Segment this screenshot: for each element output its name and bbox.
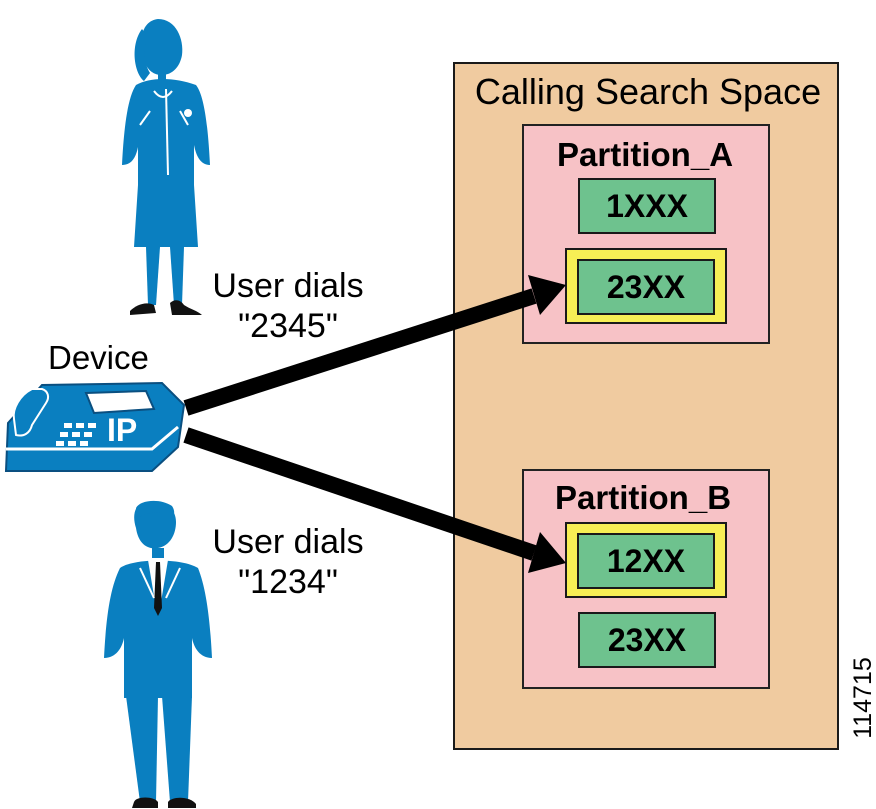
flower-brooch [184,109,192,117]
pattern-1xxx: 1XXX [578,178,716,234]
pattern-12xx-matched: 12XX [577,533,715,589]
keypad-icon [56,423,96,446]
phone-display [84,389,156,415]
arrow-head-b [528,532,566,573]
top-dial-label: User dials "2345" [198,266,378,346]
device-label: Device [48,339,149,376]
pattern-23xx: 23XX [578,612,716,668]
woman-figure-icon [122,19,210,315]
figure-id: 114715 [849,657,876,739]
arrow-head-a [528,275,566,315]
partition-b-title: Partition_B [555,479,732,516]
bottom-dial-label: User dials "1234" [198,522,378,602]
arrow-to-partition-b [183,427,537,561]
calling-search-space-title: Calling Search Space [474,71,822,112]
bottom-dial-line2: "1234" [238,563,338,601]
man-figure-icon [104,500,212,808]
ip-phone-icon [4,381,186,472]
arrow-to-partition-a [183,288,537,416]
phone-ip-badge: IP [107,412,138,448]
pattern-23xx-matched: 23XX [577,259,715,315]
handset-icon [12,388,50,437]
partition-a-title: Partition_A [557,136,734,173]
top-dial-line2: "2345" [238,307,338,345]
bottom-dial-line1: User dials [212,523,364,561]
necktie [154,562,162,616]
top-dial-line1: User dials [212,267,364,305]
